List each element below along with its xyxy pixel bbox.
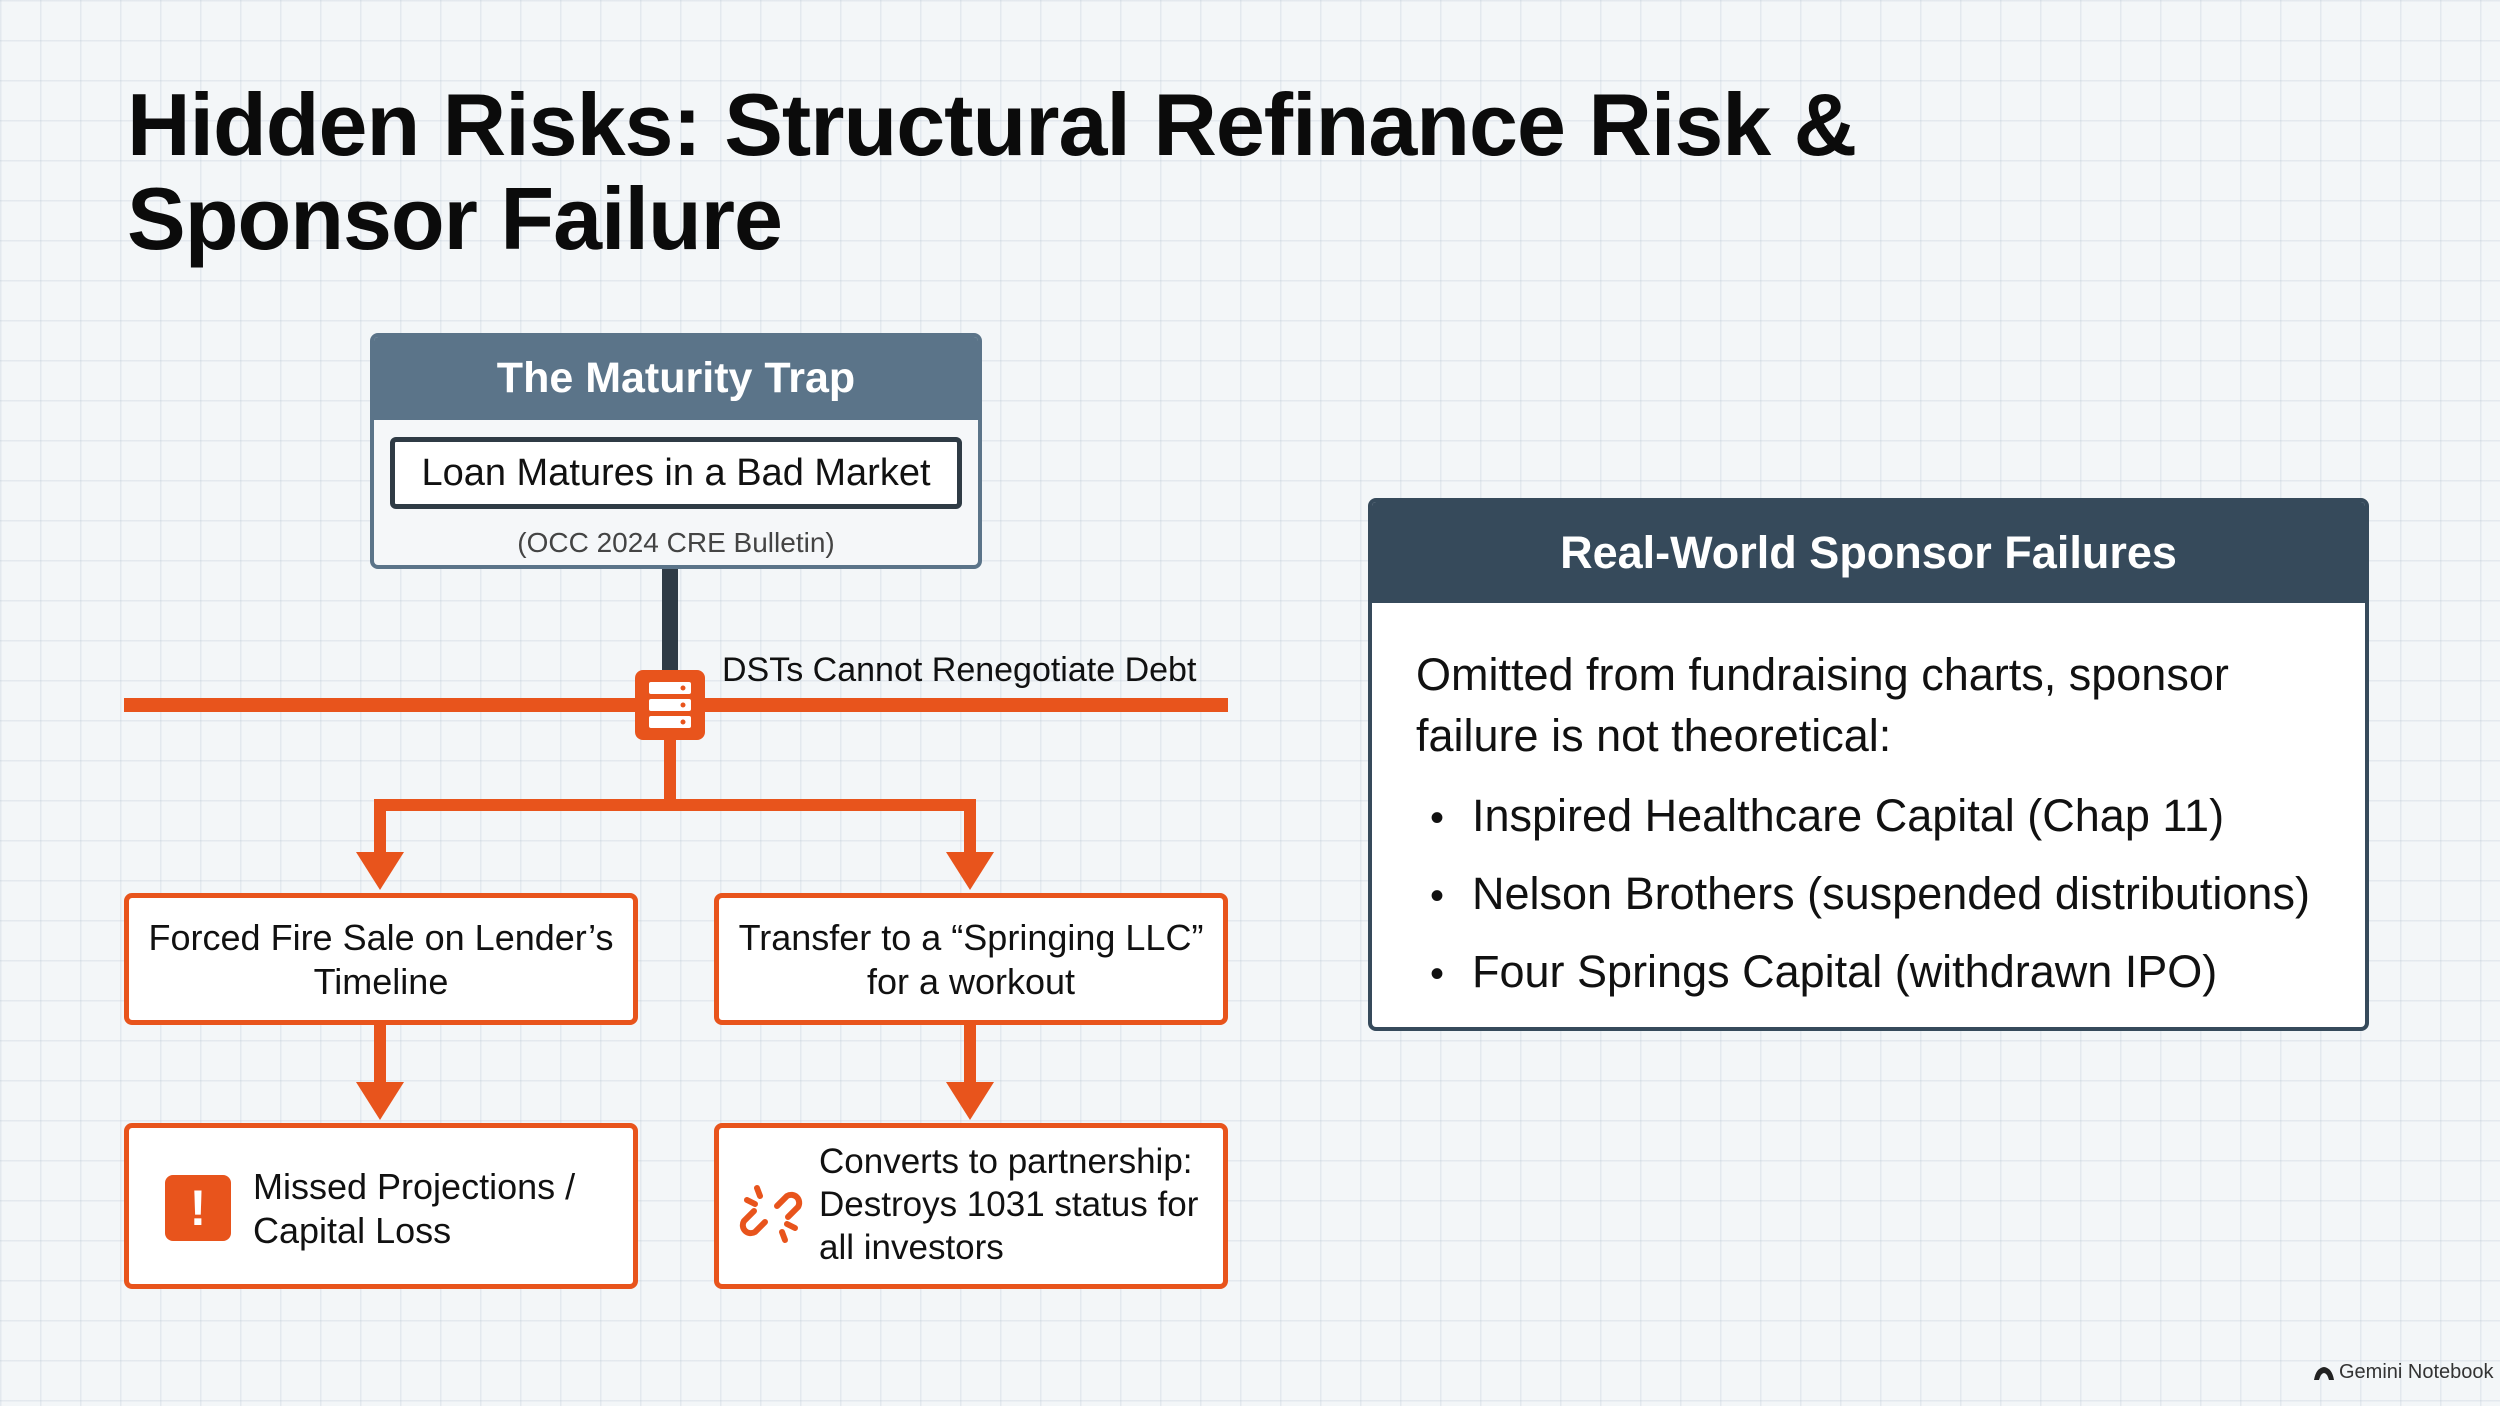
arrow-right-bottom	[946, 1082, 994, 1120]
arrow-left-top	[356, 852, 404, 890]
list-item: • Four Springs Capital (withdrawn IPO)	[1416, 934, 2310, 1012]
bullet-icon: •	[1430, 874, 1445, 918]
bullet-icon: •	[1430, 796, 1445, 840]
capital-loss-box: ! Missed Projections / Capital Loss	[124, 1123, 638, 1289]
server-icon	[635, 670, 705, 740]
fire-sale-text: Forced Fire Sale on Lender’s Timeline	[148, 917, 614, 1002]
list-item: • Nelson Brothers (suspended distribution…	[1416, 856, 2310, 934]
partnership-text: Converts to partnership: Destroys 1031 s…	[819, 1142, 1199, 1267]
partnership-box: Converts to partnership: Destroys 1031 s…	[714, 1123, 1228, 1289]
real-world-header: Real-World Sponsor Failures	[1372, 502, 2365, 603]
page-title: Hidden Risks: Structural Refinance Risk …	[127, 75, 1857, 268]
maturity-trap-header: The Maturity Trap	[374, 337, 978, 420]
split-branch	[374, 799, 976, 855]
watermark-text: Gemini Notebook	[2339, 1361, 2494, 1383]
fire-sale-box: Forced Fire Sale on Lender’s Timeline	[124, 893, 638, 1025]
list-item-text: Four Springs Capital (withdrawn IPO)	[1472, 946, 2218, 997]
watermark: Gemini Notebook	[2313, 1361, 2494, 1384]
source-caption: (OCC 2024 CRE Bulletin)	[517, 527, 835, 558]
real-world-failures-card: Real-World Sponsor Failures Omitted from…	[1368, 498, 2369, 1031]
loan-matures-label: Loan Matures in a Bad Market	[390, 437, 962, 509]
springing-llc-text: Transfer to a “Springing LLC” for a work…	[738, 917, 1204, 1002]
sponsor-failure-list: • Inspired Healthcare Capital (Chap 11) •…	[1416, 778, 2310, 1012]
capital-loss-text: Missed Projections / Capital Loss	[253, 1166, 576, 1251]
debt-label: DSTs Cannot Renegotiate Debt	[722, 651, 1197, 689]
list-item-text: Nelson Brothers (suspended distributions…	[1472, 868, 2310, 919]
bullet-icon: •	[1430, 952, 1445, 996]
list-item-text: Inspired Healthcare Capital (Chap 11)	[1472, 790, 2225, 841]
gemini-icon	[2314, 1366, 2334, 1380]
real-world-intro: Omitted from fundraising charts, sponsor…	[1416, 649, 2229, 761]
arrow-right-top	[946, 852, 994, 890]
alert-icon: !	[165, 1175, 231, 1241]
maturity-trap-card: The Maturity Trap Loan Matures in a Bad …	[370, 333, 982, 569]
list-item: • Inspired Healthcare Capital (Chap 11)	[1416, 778, 2310, 856]
broken-link-icon	[739, 1185, 803, 1243]
springing-llc-box: Transfer to a “Springing LLC” for a work…	[714, 893, 1228, 1025]
arrow-left-bottom	[356, 1082, 404, 1120]
